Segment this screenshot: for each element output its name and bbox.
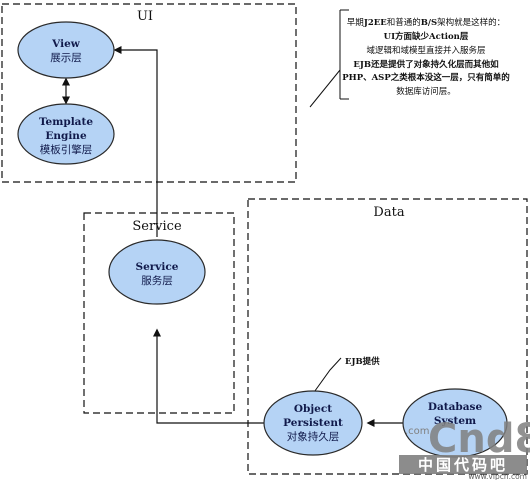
watermark-url: www.vipcn.com bbox=[468, 472, 527, 480]
callout-leader bbox=[311, 357, 342, 396]
persistent-node-sublabel: 对象持久层 bbox=[287, 430, 340, 443]
view-node-sublabel: 展示层 bbox=[50, 52, 82, 64]
persistent-node: Object Persistent 对象持久层 bbox=[263, 390, 363, 456]
watermark-com: .com bbox=[405, 426, 430, 437]
database-node-label-2: System bbox=[434, 415, 476, 427]
view-node: View 展示层 bbox=[17, 21, 115, 79]
database-node: Database System bbox=[402, 388, 508, 458]
watermark-brand: Cnd8 bbox=[428, 416, 530, 462]
view-node-label: View bbox=[51, 38, 81, 50]
watermark-banner bbox=[399, 455, 527, 474]
template-node-sublabel: 模板引擎层 bbox=[40, 143, 93, 156]
note-line-6: 数据库访问层。 bbox=[396, 86, 456, 97]
note-box: 早期J2EE和普通的B/S架构就是这样的： UI方面缺少Action层 域逻辑和… bbox=[309, 9, 510, 108]
data-group-title: Data bbox=[373, 205, 404, 220]
service-node-label: Service bbox=[136, 261, 179, 273]
note-line-2: UI方面缺少Action层 bbox=[384, 31, 469, 42]
template-node-label-2: Engine bbox=[45, 130, 87, 142]
database-node-label-1: Database bbox=[428, 401, 483, 413]
watermark-cn: 中国代码吧 bbox=[418, 456, 508, 474]
note-line-5: PHP、ASP之类根本没这一层，只有简单的 bbox=[342, 72, 510, 83]
template-node: Template Engine 模板引擎层 bbox=[17, 103, 115, 165]
persistent-node-label-1: Object bbox=[294, 403, 332, 415]
note-line-4: EJB还是提供了对象持久化层而其他如 bbox=[353, 59, 499, 70]
note-line-1: 早期J2EE和普通的B/S架构就是这样的： bbox=[347, 17, 505, 28]
note-pointer-line bbox=[309, 69, 341, 108]
service-node-sublabel: 服务层 bbox=[141, 274, 173, 287]
persistent-service-connector bbox=[153, 328, 268, 424]
callout-label: EJB提供 bbox=[345, 356, 380, 367]
service-node: Service 服务层 bbox=[108, 239, 206, 305]
ui-group-title: UI bbox=[137, 9, 153, 24]
persistent-node-label-2: Persistent bbox=[283, 417, 343, 429]
template-node-label-1: Template bbox=[39, 116, 93, 128]
service-view-connector bbox=[113, 46, 158, 237]
note-line-3: 域逻辑和域模型直接并入服务层 bbox=[366, 45, 485, 56]
data-group: Data bbox=[247, 198, 528, 475]
watermark-logo: .com Cnd8 中国代码吧 www.vipcn.com bbox=[399, 416, 530, 480]
ui-group: UI bbox=[1, 3, 297, 183]
